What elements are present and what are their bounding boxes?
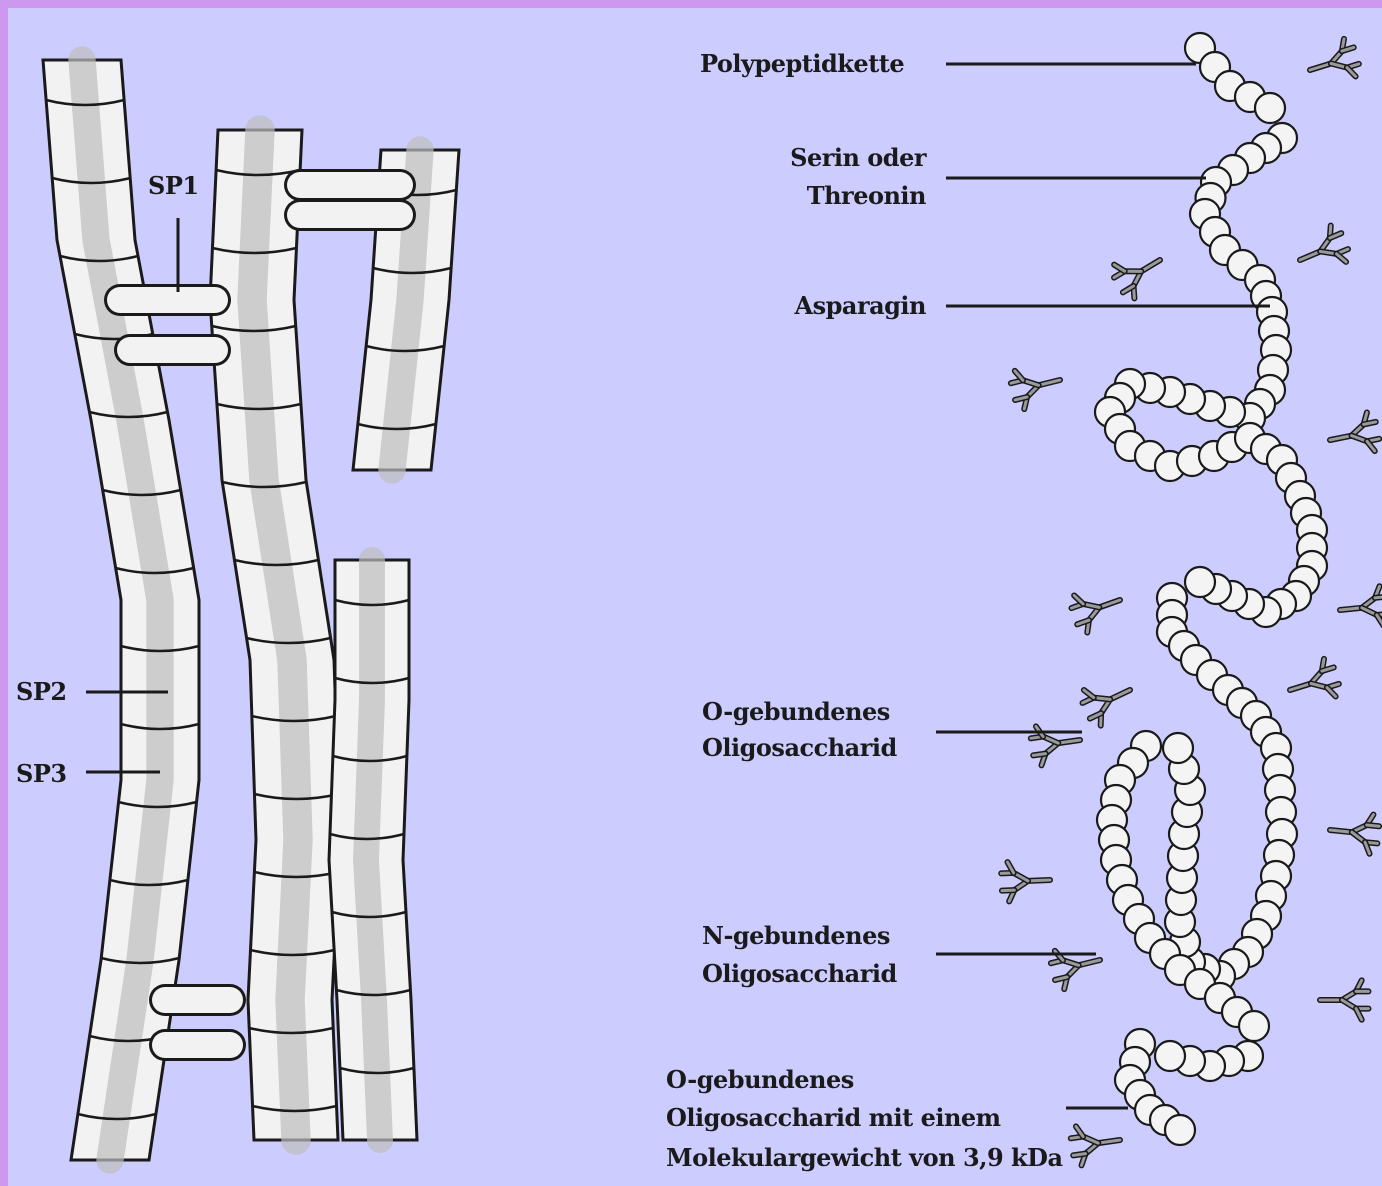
label-o-large-2: Oligosaccharid mit einem [666,1100,1001,1136]
mucin-polymer-fibres [43,60,459,1160]
fibre-4 [329,560,417,1140]
branch-stem-fill [1028,880,1050,881]
label-o-linked-1: O-gebundenes [702,694,890,730]
branch-stem-fill [1375,597,1382,598]
oligosaccharide-tree [1071,595,1120,632]
label-sp1: SP1 [148,168,199,204]
amino-acid-bead [1255,93,1285,123]
oligosaccharide-tree [1071,1126,1120,1165]
oligosaccharide-tree [1330,412,1379,451]
label-asparagine: Asparagin [794,288,926,324]
oligosaccharide-tree [1330,815,1379,854]
oligosaccharide-tree [1001,862,1050,901]
branch-stem-fill [1002,890,1014,891]
label-sp2: SP2 [16,674,67,710]
oligosaccharide-tree [1300,226,1348,262]
branch-stem-fill [1033,754,1045,756]
label-n-linked-1: N-gebundenes [702,918,890,954]
label-sp3: SP3 [16,756,67,792]
branch-stem-fill [1141,260,1160,271]
label-serine-threonine-1: Serin oder [790,140,926,176]
amino-acid-bead [1165,1115,1195,1145]
label-polypeptide-chain: Polypeptidkette [700,46,904,82]
label-o-linked-2: Oligosaccharid [702,730,897,766]
amino-acid-bead [1239,1011,1269,1041]
glycoprotein-chain [1095,33,1327,1145]
oligosaccharide-tree [1051,951,1100,989]
oligosaccharide-tree [1310,39,1359,77]
label-o-large-3: Molekulargewicht von 3,9 kDa [666,1140,1063,1176]
amino-acid-bead [1185,567,1215,597]
branch-stem-fill [1073,1154,1085,1156]
oligosaccharide-tree [1320,980,1368,1019]
fibre-shading [366,560,380,1140]
branch-stem-fill [1367,825,1379,826]
oligosaccharide-tree [1340,586,1382,625]
amino-acid-bead [1155,1041,1185,1071]
label-o-large-1: O-gebundenes [666,1062,854,1098]
oligosaccharide-tree [1083,690,1130,726]
oligosaccharide-tree [1011,371,1060,409]
label-n-linked-2: Oligosaccharid [702,956,897,992]
oligosaccharide-tree [1114,260,1160,298]
amino-acid-bead [1163,733,1193,763]
oligosaccharide-tree [1290,659,1339,697]
label-serine-threonine-2: Threonin [807,178,926,214]
